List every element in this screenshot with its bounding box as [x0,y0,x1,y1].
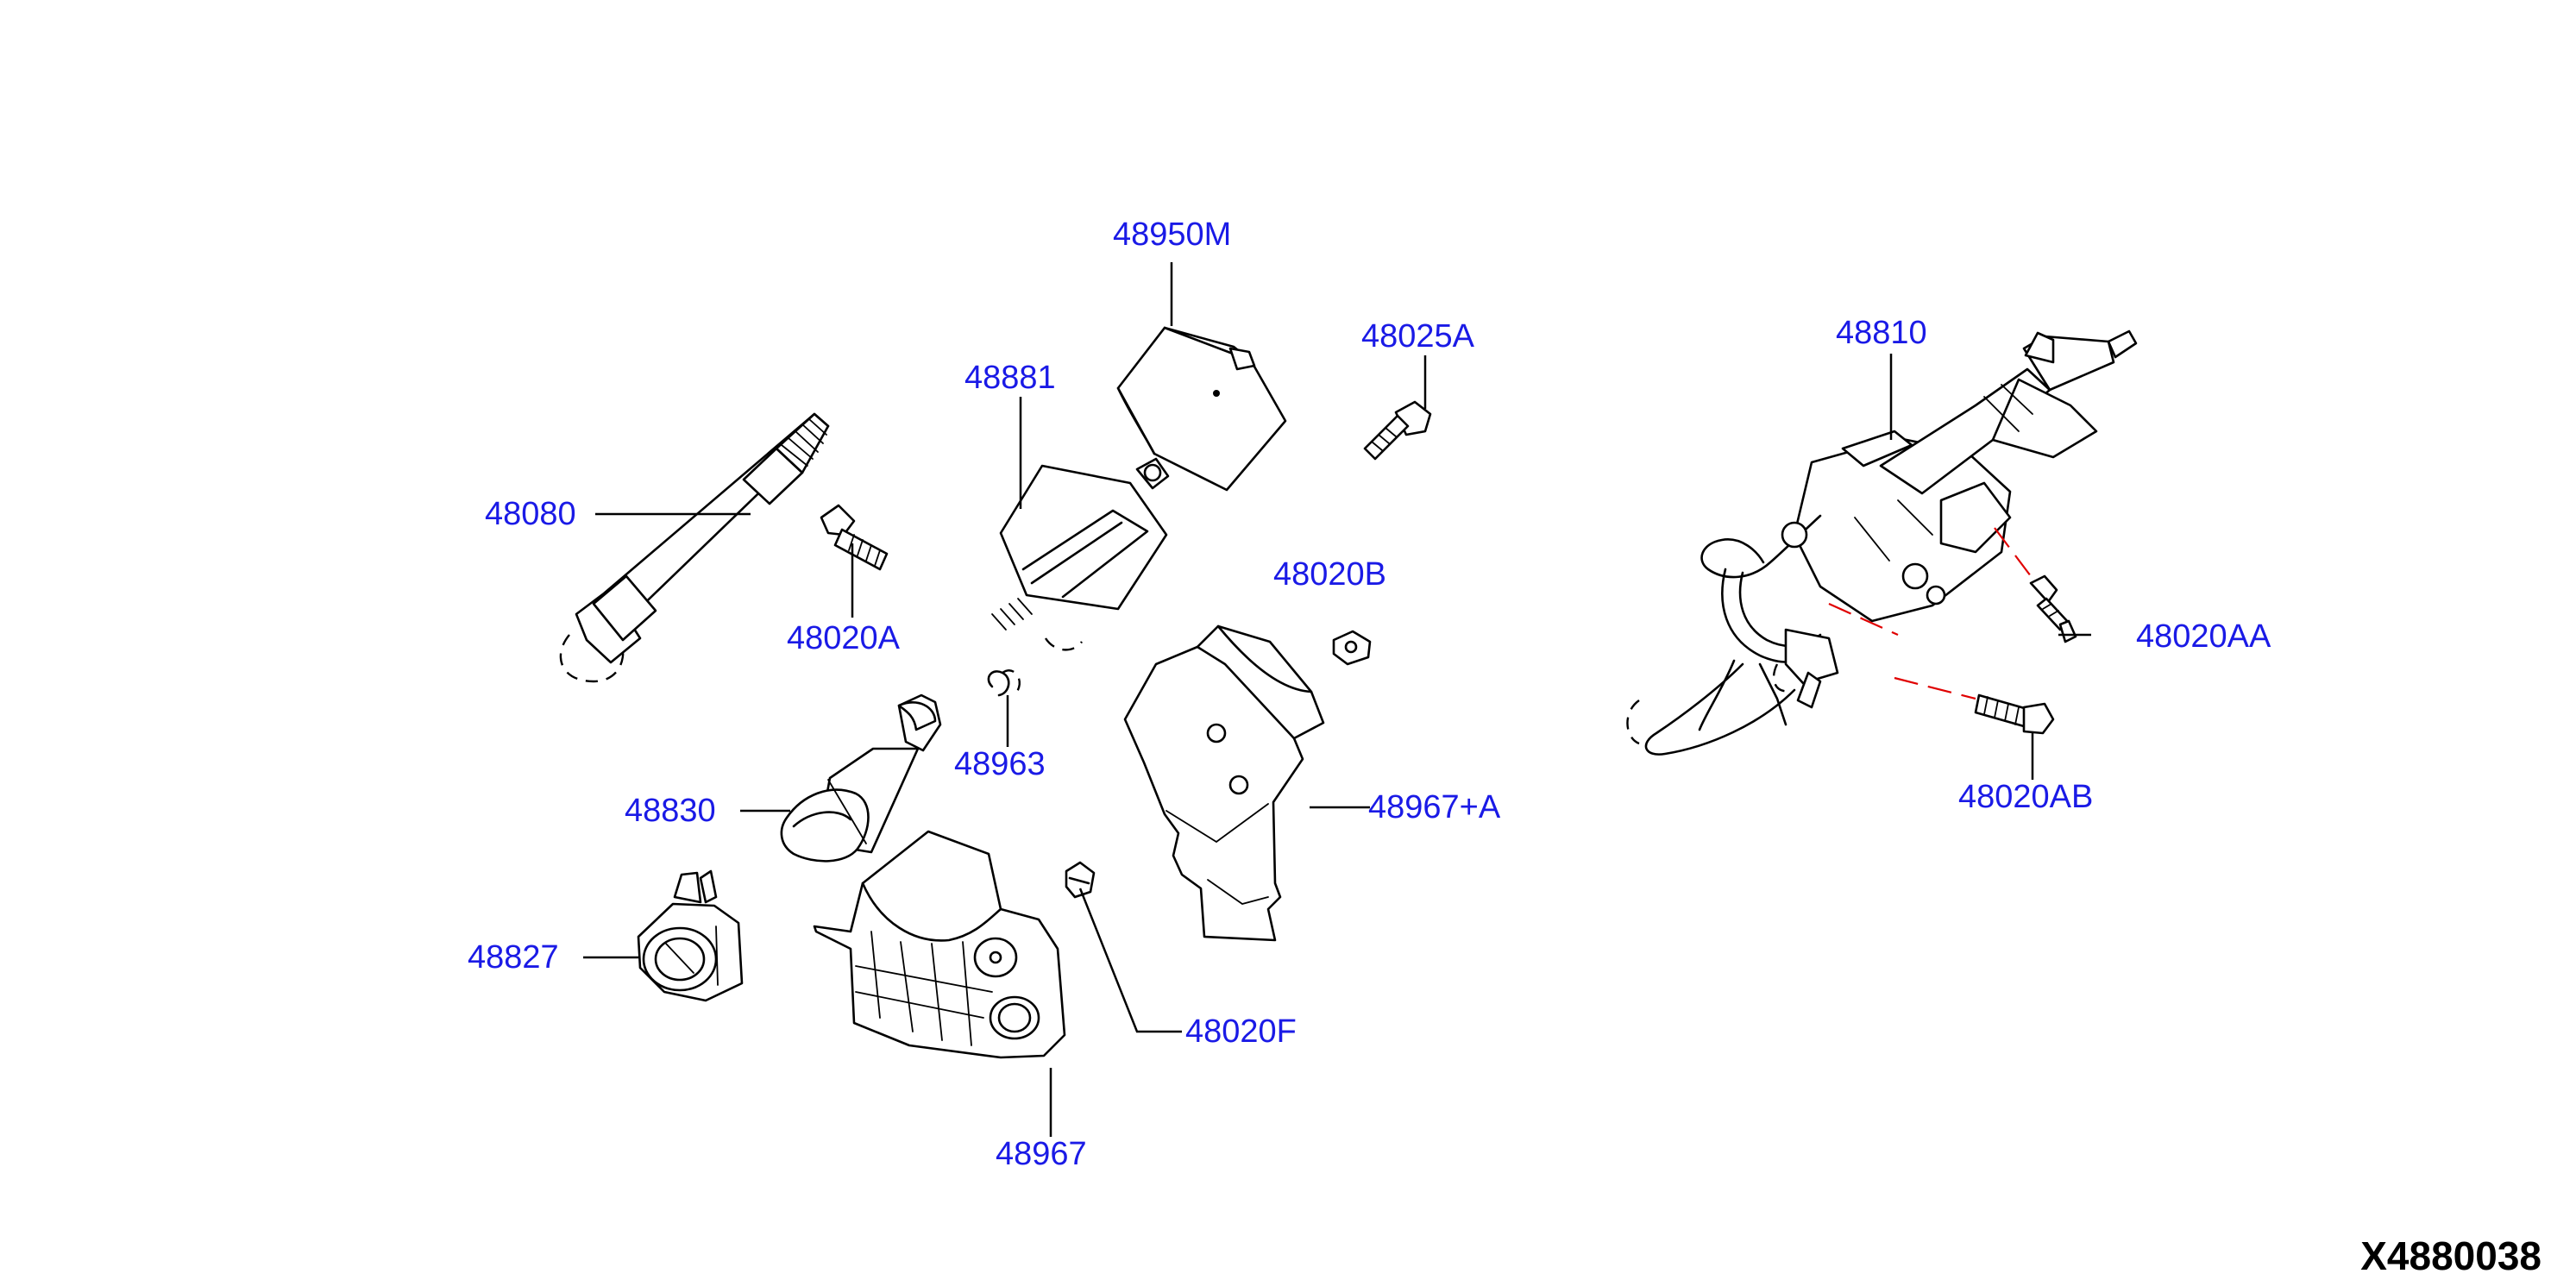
part-label-48967A[interactable]: 48967+A [1368,789,1501,825]
leader-lines [583,262,2091,1137]
bolt-48025a-part[interactable] [1363,400,1432,461]
part-label-48020B[interactable]: 48020B [1273,556,1386,593]
part-label-48080[interactable]: 48080 [485,496,576,532]
bolt-48020aa-part[interactable] [2029,574,2077,643]
nut-48020b-part[interactable] [1332,630,1372,666]
clip-48963-part[interactable] [987,669,1021,697]
part-label-48810[interactable]: 48810 [1836,315,1927,351]
part-label-48830[interactable]: 48830 [625,793,716,829]
part-label-48020A[interactable]: 48020A [787,620,901,656]
part-label-48025A[interactable]: 48025A [1361,318,1475,355]
intermediate-shaft-part[interactable] [559,412,830,683]
part-label-48881[interactable]: 48881 [964,360,1056,396]
diagram-id: X4880038 [2360,1233,2541,1278]
part-label-48020F[interactable]: 48020F [1185,1013,1297,1050]
ignition-switch-part[interactable] [637,869,744,1002]
column-cover-lower-part[interactable] [813,830,1066,1059]
part-label-48950M[interactable]: 48950M [1113,216,1231,253]
part-label-48020AA[interactable]: 48020AA [2136,618,2271,655]
part-label-48967[interactable]: 48967 [996,1136,1087,1172]
column-sleeve-part[interactable] [780,693,942,863]
bolt-48020ab-part[interactable] [1974,693,2055,735]
steering-lock-housing-part[interactable] [991,457,1170,651]
column-cover-bracket-part[interactable] [1123,624,1325,942]
part-label-48020AB[interactable]: 48020AB [1958,779,2093,815]
part-label-48827[interactable]: 48827 [468,939,559,976]
clip-48020f-part[interactable] [1065,861,1096,899]
steering-column-assembly-part[interactable] [1626,329,2138,756]
column-cover-upper-part[interactable] [1116,326,1287,492]
bolt-48020a-part[interactable] [820,504,889,571]
part-labels: 48950M 48881 48025A 48810 48080 48020A 4… [468,216,2271,1172]
part-label-48963[interactable]: 48963 [954,746,1046,782]
